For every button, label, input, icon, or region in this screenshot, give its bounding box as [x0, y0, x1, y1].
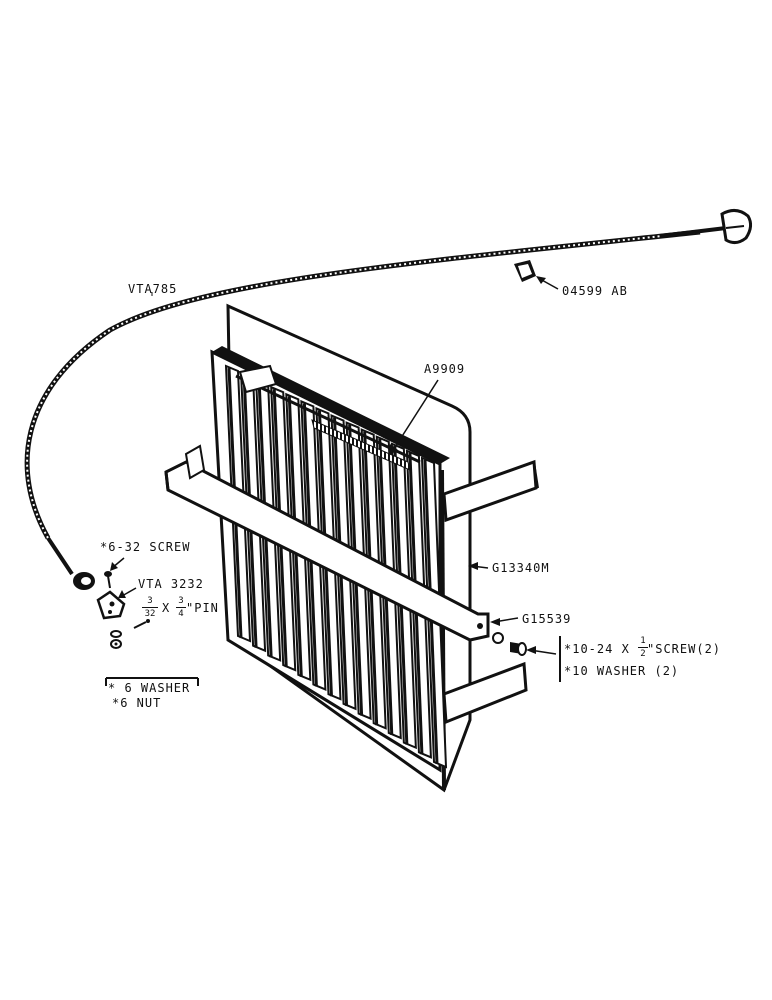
label-pin-frac1-num: 3 — [147, 596, 153, 606]
label-screw-6-32: *6-32 SCREW — [100, 540, 191, 554]
label-washer-6: * 6 WASHER — [108, 681, 191, 695]
control-cable — [24, 226, 727, 576]
label-pin-suffix: "PIN — [186, 601, 219, 615]
label-pin-frac2-num: 3 — [178, 596, 184, 606]
label-pin-frac2-den: 4 — [178, 609, 184, 619]
leader-spring — [391, 379, 439, 453]
screw-10-24-icon — [492, 632, 527, 656]
upper-mounting-bracket — [442, 459, 539, 523]
lower-mounting-bracket — [442, 661, 528, 725]
label-screw-10-24-den: 2 — [640, 649, 646, 659]
cable-clip-icon — [514, 260, 536, 282]
cable-t-handle-icon — [720, 209, 753, 245]
vane-linkage-bar — [235, 364, 421, 464]
label-spring: A9909 — [424, 362, 466, 376]
label-washer-10: *10 WASHER (2) — [564, 664, 680, 678]
label-brace: G15539 — [522, 612, 572, 626]
clamp-icon — [96, 590, 126, 620]
brace-bar — [164, 444, 490, 642]
washer-6-icon — [110, 630, 122, 638]
pin-icon — [133, 619, 150, 629]
label-shutter-assembly: G13340M — [492, 561, 550, 575]
spring-icon — [311, 419, 411, 471]
label-clip: 04599 AB — [562, 284, 628, 298]
label-nut-6: *6 NUT — [112, 696, 162, 710]
knurled-nut-icon — [73, 572, 95, 590]
nut-6-icon — [110, 639, 122, 649]
label-pin-x: X — [162, 601, 171, 615]
label-pin-frac1-den: 32 — [144, 609, 156, 619]
label-screw-10-24-num: 1 — [640, 636, 646, 646]
label-screw-10-24-a: *10-24 X — [564, 642, 630, 656]
label-screw-10-24-b: "SCREW(2) — [647, 642, 722, 656]
label-cable: VTA785 — [128, 282, 178, 296]
label-clamp: VTA 3232 — [138, 577, 204, 591]
screw-6-32-icon — [104, 571, 112, 589]
